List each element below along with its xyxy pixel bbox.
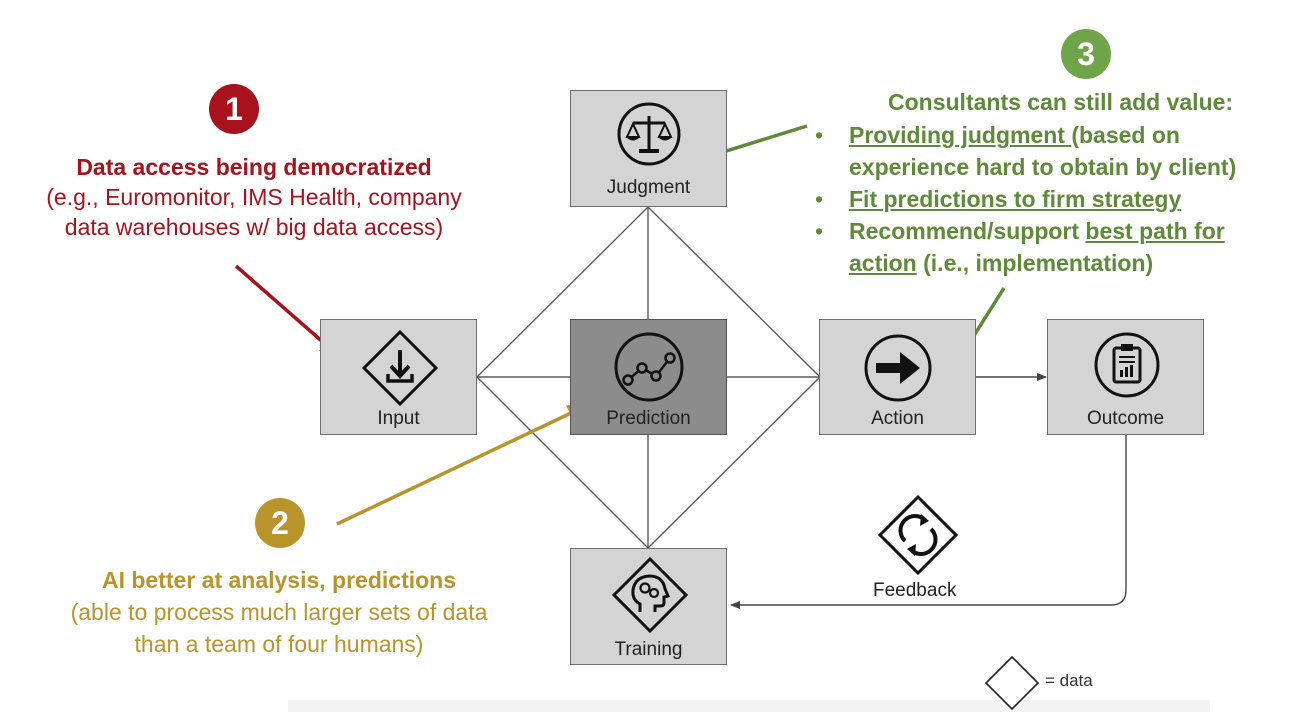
judgment-label: Judgment xyxy=(606,177,691,198)
arrow-right-circle-icon xyxy=(864,334,932,402)
callout3-bullet2: • Fit predictions to firm strategy xyxy=(815,186,1182,212)
line-input-judgment xyxy=(476,206,649,378)
callout1-badge: 1 xyxy=(209,84,259,134)
download-diamond-icon xyxy=(361,329,439,407)
data-legend-diamond xyxy=(984,655,1040,711)
head-gears-diamond-icon xyxy=(611,556,689,634)
prediction-label: Prediction xyxy=(606,408,691,429)
action-node: Action xyxy=(819,319,976,435)
action-label: Action xyxy=(871,408,924,429)
callout2-badge: 2 xyxy=(255,498,305,548)
trend-line-icon xyxy=(614,332,684,402)
callout2-line1: (able to process much larger sets of dat… xyxy=(70,599,488,625)
legend-text: = data xyxy=(1045,671,1093,690)
line-input-training xyxy=(476,376,649,549)
callout1-line1: (e.g., Euromonitor, IMS Health, company xyxy=(46,184,462,210)
training-node: Training xyxy=(570,548,727,665)
input-label: Input xyxy=(377,408,420,429)
callout3-heading: Consultants can still add value: xyxy=(888,89,1234,115)
callout2-text: AI better at analysis, predictions (able… xyxy=(20,564,538,660)
callout3-badge: 3 xyxy=(1061,29,1111,79)
line-action-judgment xyxy=(647,206,821,378)
callout2-line2: than a team of four humans) xyxy=(134,631,424,657)
callout3-list: • Providing judgment (based on experienc… xyxy=(815,119,1300,279)
diagram-footer-strip xyxy=(288,700,1210,712)
scales-icon xyxy=(617,102,681,166)
callout1-line2: data warehouses w/ big data access) xyxy=(64,214,444,240)
callout1-heading: Data access being democratized xyxy=(76,154,432,180)
callout1-text: Data access being democratized (e.g., Eu… xyxy=(0,152,508,242)
clipboard-chart-icon xyxy=(1094,332,1160,398)
outcome-label: Outcome xyxy=(1086,408,1165,429)
prediction-node: Prediction xyxy=(570,319,727,435)
line-action-training xyxy=(647,376,821,549)
outcome-node: Outcome xyxy=(1047,319,1204,435)
callout2-arrow xyxy=(336,403,590,526)
cycle-arrows-diamond-icon xyxy=(877,494,959,576)
judgment-node: Judgment xyxy=(570,90,727,207)
callout3-bullet3: • Recommend/support best path for action… xyxy=(815,218,1225,276)
callout3-bullet1: • Providing judgment (based on experienc… xyxy=(815,122,1237,180)
callout2-heading: AI better at analysis, predictions xyxy=(101,567,457,593)
input-node: Input xyxy=(320,319,477,435)
training-label: Training xyxy=(614,639,683,660)
arrow-outcome-training xyxy=(730,435,1127,609)
feedback-label: Feedback xyxy=(873,580,957,601)
